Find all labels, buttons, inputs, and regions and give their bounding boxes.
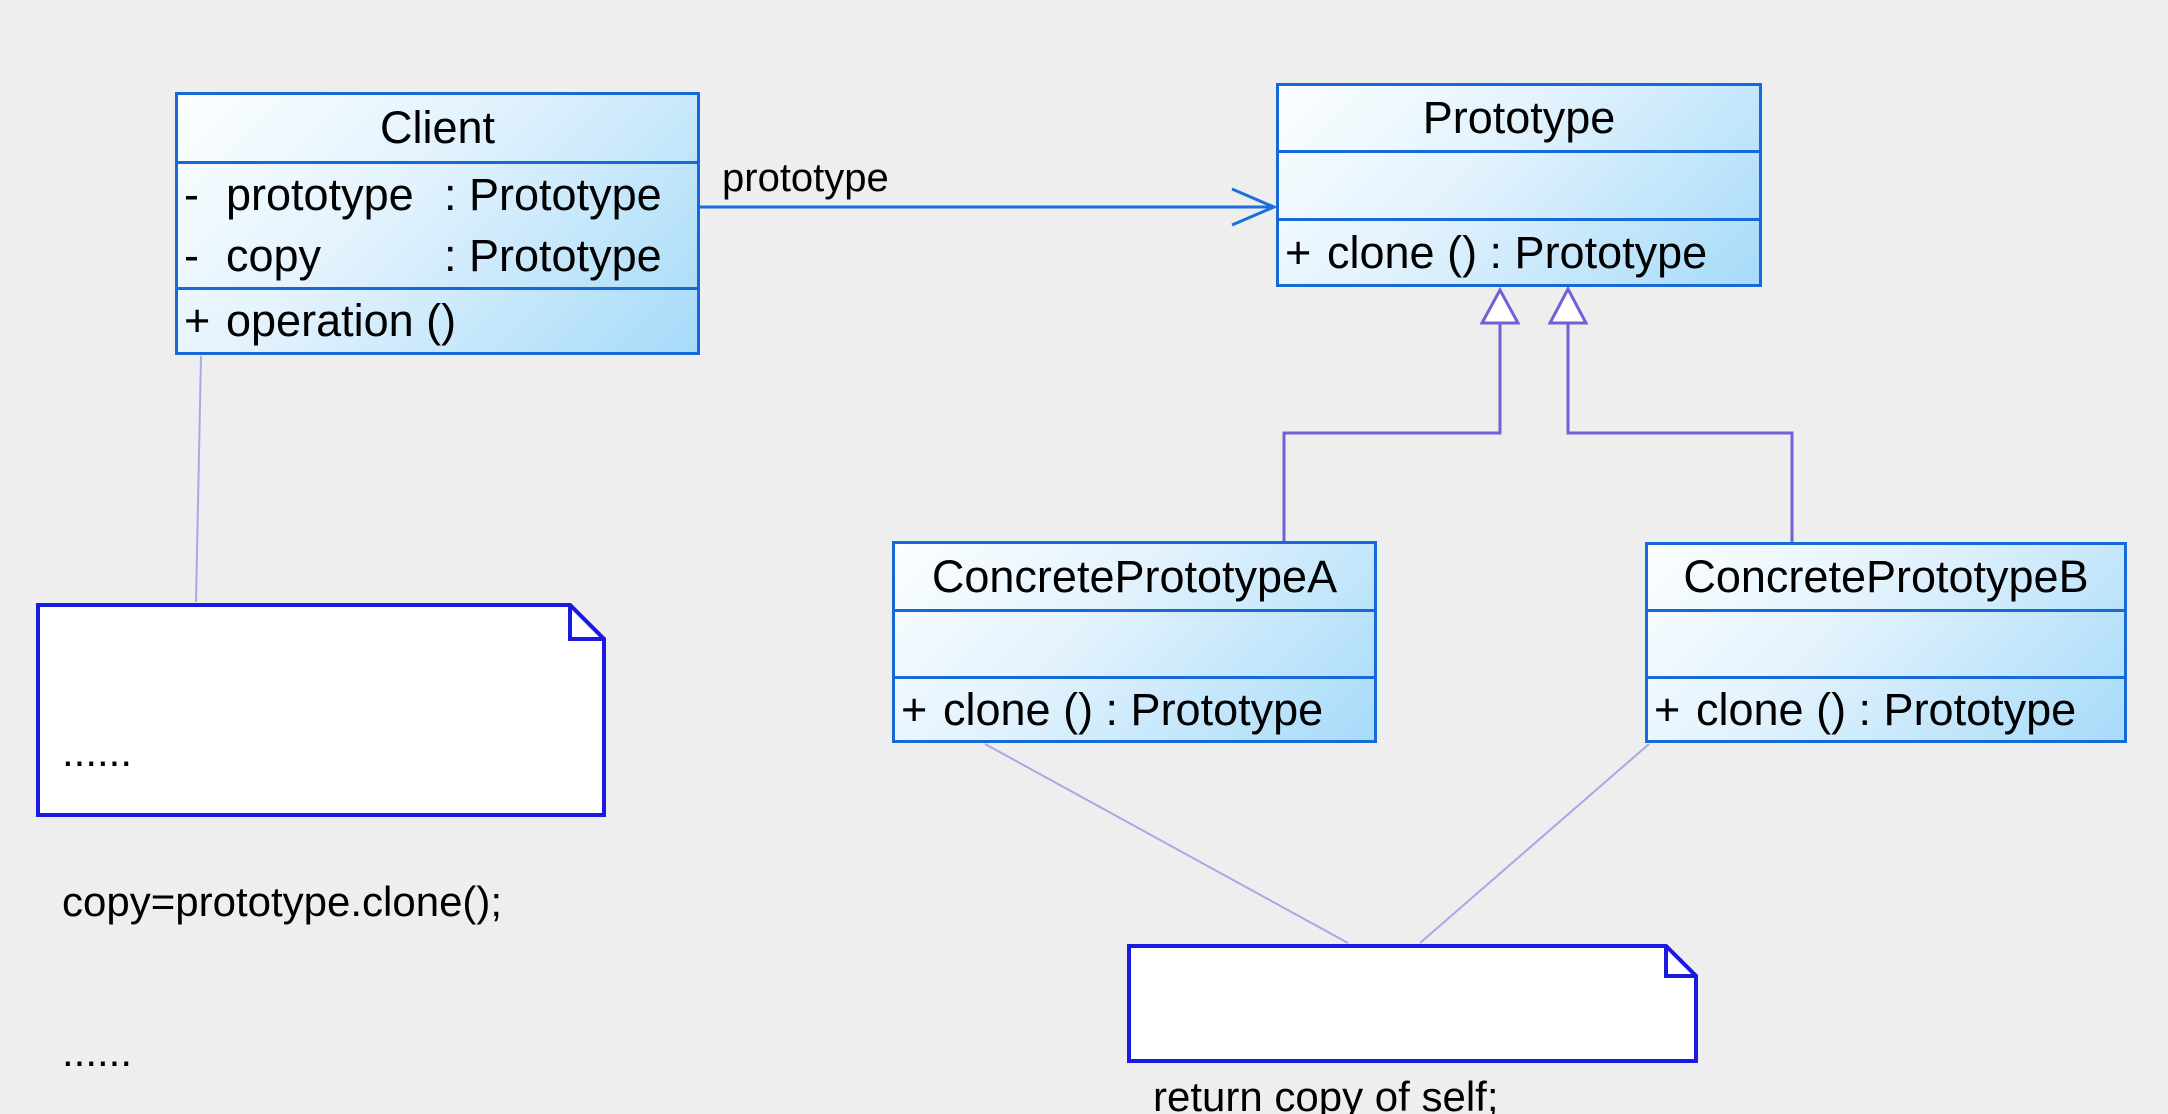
class-title: Client — [379, 102, 496, 153]
operation-row: + clone () : Prototype — [895, 679, 1374, 740]
attributes-compartment — [1279, 150, 1759, 218]
note-body — [36, 603, 606, 817]
class-box-concrete-prototype-b[interactable]: ConcretePrototypeB + clone () : Prototyp… — [1645, 542, 2127, 743]
class-box-client[interactable]: Client - prototype : Prototype - copy : … — [175, 92, 700, 355]
inheritance-triangle-icon-a — [1479, 286, 1521, 325]
visibility-marker: + — [901, 683, 928, 735]
note-shape — [1127, 944, 1698, 1063]
attributes-compartment: - prototype : Prototype - copy : Prototy… — [178, 161, 697, 287]
class-box-prototype[interactable]: Prototype + clone () : Prototype — [1276, 83, 1762, 287]
generalization-line-a[interactable] — [1282, 323, 1502, 541]
inheritance-triangle-icon-b — [1547, 285, 1589, 325]
visibility-marker: + — [184, 295, 211, 346]
generalization-line-b[interactable] — [1566, 323, 1794, 542]
note-anchor-line-cpb[interactable] — [1419, 743, 1650, 944]
visibility-marker: + — [1654, 683, 1681, 735]
attributes-compartment — [895, 609, 1374, 676]
operation-row: + clone () : Prototype — [1279, 222, 1759, 283]
visibility-marker: - — [184, 230, 199, 281]
attributes-compartment — [1648, 609, 2124, 676]
note-anchor-line-cpa[interactable] — [984, 743, 1349, 944]
operation-signature: clone () : Prototype — [943, 683, 1324, 735]
note-clone-behavior[interactable]: return copy of self; — [1127, 944, 1698, 1114]
attribute-row: - copy : Prototype — [178, 226, 697, 287]
note-client-code[interactable]: ...... copy=prototype.clone(); ...... — [36, 603, 606, 1075]
note-line: ...... — [62, 1028, 133, 1075]
class-title: ConcretePrototypeB — [1683, 551, 2089, 602]
note-fold-corner-icon — [1664, 944, 1698, 978]
attribute-type: : Prototype — [444, 230, 662, 281]
note-line: ...... — [62, 728, 133, 775]
visibility-marker: - — [184, 169, 199, 220]
class-title: Prototype — [1422, 92, 1616, 143]
note-line: copy=prototype.clone(); — [62, 878, 503, 925]
class-box-concrete-prototype-a[interactable]: ConcretePrototypeA + clone () : Prototyp… — [892, 541, 1377, 743]
operation-signature: clone () : Prototype — [1327, 226, 1708, 278]
operation-signature: clone () : Prototype — [1696, 683, 2077, 735]
operation-row: + clone () : Prototype — [1648, 679, 2124, 740]
operations-compartment: + clone () : Prototype — [895, 676, 1374, 740]
attribute-type: : Prototype — [444, 169, 662, 220]
association-label: prototype — [722, 156, 889, 200]
operations-compartment: + clone () : Prototype — [1648, 676, 2124, 740]
visibility-marker: + — [1285, 226, 1312, 278]
attribute-name: prototype — [226, 169, 414, 220]
note-shape — [36, 603, 606, 817]
note-line: return copy of self; — [1153, 1073, 1499, 1114]
note-body — [1127, 944, 1698, 1063]
note-anchor-line-client[interactable] — [195, 355, 202, 603]
note-text: return copy of self; — [1153, 972, 1499, 1114]
note-text: ...... copy=prototype.clone(); ...... — [62, 627, 502, 1114]
note-fold-corner-icon — [568, 603, 606, 641]
attribute-row: - prototype : Prototype — [178, 165, 697, 226]
operation-row: + operation () — [178, 291, 697, 352]
class-title: ConcretePrototypeA — [931, 550, 1338, 602]
operation-signature: operation () — [226, 295, 457, 346]
open-arrowhead-icon — [1231, 187, 1278, 227]
attribute-name: copy — [226, 230, 322, 281]
operations-compartment: + operation () — [178, 287, 697, 352]
operations-compartment: + clone () : Prototype — [1279, 218, 1759, 284]
